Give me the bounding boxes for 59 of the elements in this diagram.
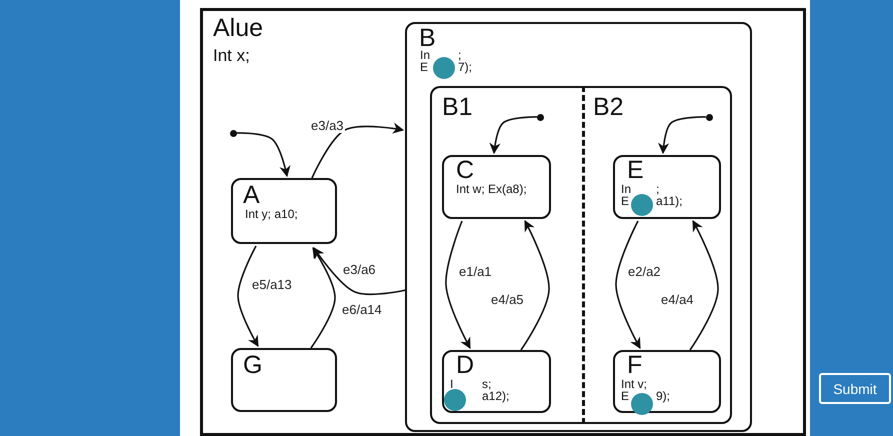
transition-arrow — [445, 220, 471, 349]
state-name: D — [456, 352, 474, 378]
transition-arrow — [311, 122, 404, 178]
region-box — [430, 86, 582, 424]
state-name: F — [627, 352, 642, 378]
transition-arrow — [234, 132, 290, 178]
state-box — [231, 178, 337, 244]
state-code: Int w; Ex(a8); — [456, 184, 528, 196]
state-code: s; — [482, 379, 492, 390]
state-code: In — [420, 50, 430, 62]
transition-arrow — [658, 116, 706, 154]
transition-arrow — [313, 247, 406, 296]
edge-label: e2/a2 — [627, 264, 662, 279]
state-box — [613, 350, 721, 413]
state-box — [442, 155, 551, 219]
state-code: Int y; a10; — [245, 209, 299, 220]
edge-label: e6/a14 — [341, 302, 383, 317]
state-name: B2 — [593, 94, 624, 120]
transition-arrow — [520, 220, 550, 350]
initial-state-dot — [537, 114, 544, 121]
state-box — [613, 155, 721, 219]
edge-label: e4/a4 — [660, 292, 695, 307]
edge-label: e4/a5 — [490, 292, 525, 307]
state-name: B1 — [442, 94, 473, 120]
state-box — [442, 350, 551, 413]
state-name: Alue — [213, 15, 264, 42]
state-name: A — [243, 182, 260, 208]
edge-label: e3/a3 — [310, 118, 345, 133]
state-code: I — [450, 379, 454, 390]
transition-arrow — [237, 246, 259, 347]
edge-label: e1/a1 — [458, 264, 493, 279]
state-code: E — [621, 391, 630, 402]
initial-state-dot — [706, 114, 713, 121]
state-code: E — [621, 196, 630, 208]
state-code: E — [420, 62, 428, 74]
state-name: E — [627, 157, 644, 184]
state-code: 9); — [656, 391, 670, 402]
state-code: a11); — [656, 196, 682, 208]
state-code: Int v; — [621, 379, 648, 390]
state-code: In — [621, 184, 632, 196]
state-code: a12); — [482, 391, 510, 402]
state-code: ; — [656, 184, 660, 196]
state-name: C — [456, 157, 474, 184]
transition-arrow — [310, 247, 336, 348]
state-box — [405, 22, 752, 432]
transition-arrow — [615, 220, 641, 349]
outer-state-frame — [200, 8, 806, 436]
submit-button: Submit — [819, 373, 891, 404]
state-code: 7); — [458, 62, 472, 74]
edge-label: e5/a13 — [251, 277, 293, 292]
edge-label: e3/a6 — [342, 262, 377, 277]
state-name: G — [243, 352, 262, 378]
state-code: ; — [458, 50, 462, 62]
transition-arrow — [489, 116, 538, 154]
state-name: B — [419, 25, 436, 52]
state-code: Int x; — [213, 47, 250, 65]
state-box — [231, 348, 337, 412]
transition-arrow — [689, 220, 719, 350]
region-box — [582, 86, 732, 424]
